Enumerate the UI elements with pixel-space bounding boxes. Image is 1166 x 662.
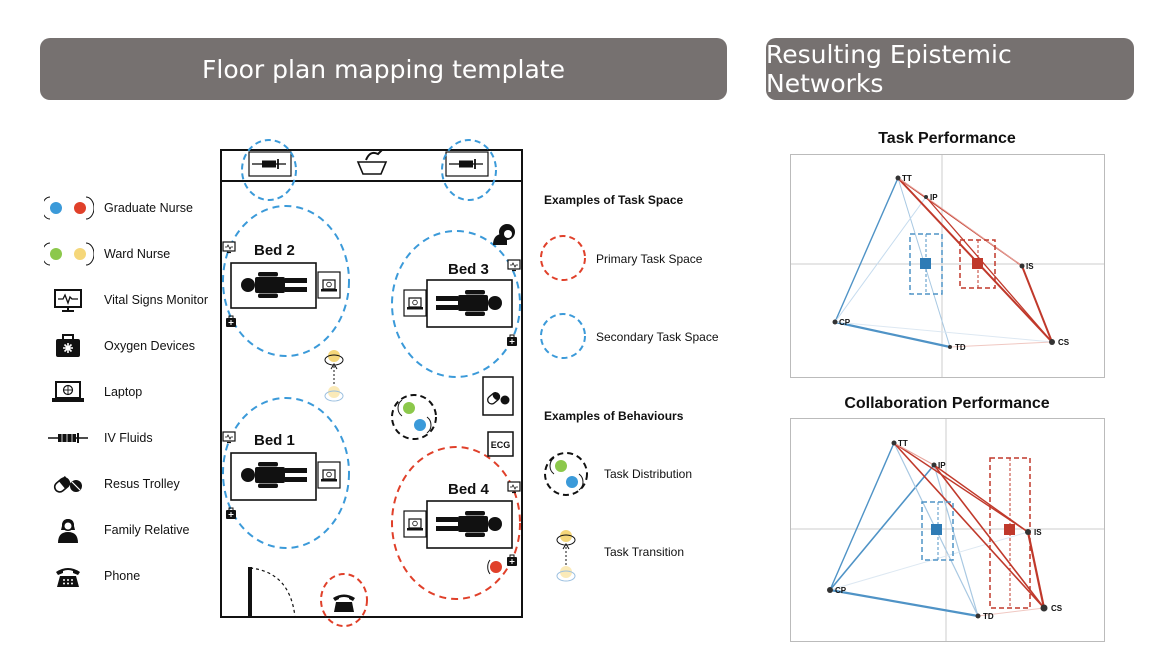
pills-icon	[44, 471, 94, 497]
task-performance-title: Task Performance	[878, 130, 1016, 147]
legend-label: Laptop	[104, 385, 143, 399]
networks-banner: Resulting Epistemic Networks	[766, 38, 1134, 100]
networks-title: Resulting Epistemic Networks	[766, 40, 1012, 98]
vital-signs-monitor-icon	[44, 287, 94, 313]
primary-task-space-label: Primary Task Space	[596, 252, 703, 266]
phone-icon	[44, 563, 94, 589]
legend-label: IV Fluids	[104, 431, 153, 445]
task-distribution-label: Task Distribution	[604, 467, 692, 481]
node-tt-label: TT	[898, 439, 908, 448]
task-space-heading: Examples of Task Space	[544, 193, 684, 207]
legend-laptop: Laptop	[44, 379, 142, 405]
legend-label: Oxygen Devices	[104, 339, 196, 353]
task-transition-label: Task Transition	[604, 545, 684, 559]
collaboration-performance-network: TT IP IS CP TD CS	[790, 418, 1105, 642]
legend-phone: Phone	[44, 563, 140, 589]
laptop-icon	[44, 379, 94, 405]
sink-icon	[356, 149, 388, 175]
legend-vital-signs-monitor: Vital Signs Monitor	[44, 287, 208, 313]
node-cp-label: CP	[839, 318, 851, 327]
legend-label: Vital Signs Monitor	[104, 293, 208, 307]
node-ip-label: IP	[930, 193, 938, 202]
node-is-label: IS	[1034, 528, 1042, 537]
bed-1-label: Bed 1	[254, 432, 295, 449]
collaboration-performance-title: Collaboration Performance	[844, 395, 1050, 412]
node-cs-label: CS	[1051, 604, 1063, 613]
legend-oxygen-devices: Oxygen Devices	[44, 333, 195, 359]
legend-label: Graduate Nurse	[104, 201, 193, 215]
node-cs-label: CS	[1058, 338, 1070, 347]
legend-iv-fluids: IV Fluids	[44, 425, 153, 451]
legend-family-relative: Family Relative	[44, 517, 189, 543]
node-td-label: TD	[983, 612, 994, 621]
legend-resus-trolley: Resus Trolley	[44, 471, 180, 497]
behaviours-heading: Examples of Behaviours	[544, 409, 684, 423]
node-tt-label: TT	[902, 174, 912, 183]
node-td-label: TD	[955, 343, 966, 352]
node-is-label: IS	[1026, 262, 1034, 271]
node-ip-label: IP	[938, 461, 946, 470]
bed-2-label: Bed 2	[254, 242, 295, 259]
node-cp-label: CP	[835, 586, 847, 595]
ecg-label: ECG	[491, 440, 511, 450]
bed-3-label: Bed 3	[448, 261, 489, 278]
secondary-task-space-label: Secondary Task Space	[596, 330, 719, 344]
bed-4-label: Bed 4	[448, 481, 490, 498]
legend-label: Family Relative	[104, 523, 190, 537]
legend-label: Ward Nurse	[104, 247, 171, 261]
legend-label: Phone	[104, 569, 141, 583]
task-performance-network: TT IP IS CP TD CS	[790, 154, 1105, 378]
graduate-nurse-icon	[44, 195, 94, 221]
family-relative-icon	[493, 224, 515, 245]
oxygen-devices-icon	[44, 333, 94, 359]
ward-nurse-icon	[44, 241, 94, 267]
floor-plan-banner: Floor plan mapping template	[40, 38, 727, 100]
floor-plan-title: Floor plan mapping template	[202, 54, 565, 84]
legend-label: Resus Trolley	[104, 477, 180, 491]
phone-icon	[333, 594, 355, 612]
family-relative-icon	[44, 517, 94, 543]
iv-fluids-icon	[44, 425, 94, 451]
legend-ward-nurse: Ward Nurse	[44, 241, 170, 267]
legend-graduate-nurse: Graduate Nurse	[44, 195, 193, 221]
